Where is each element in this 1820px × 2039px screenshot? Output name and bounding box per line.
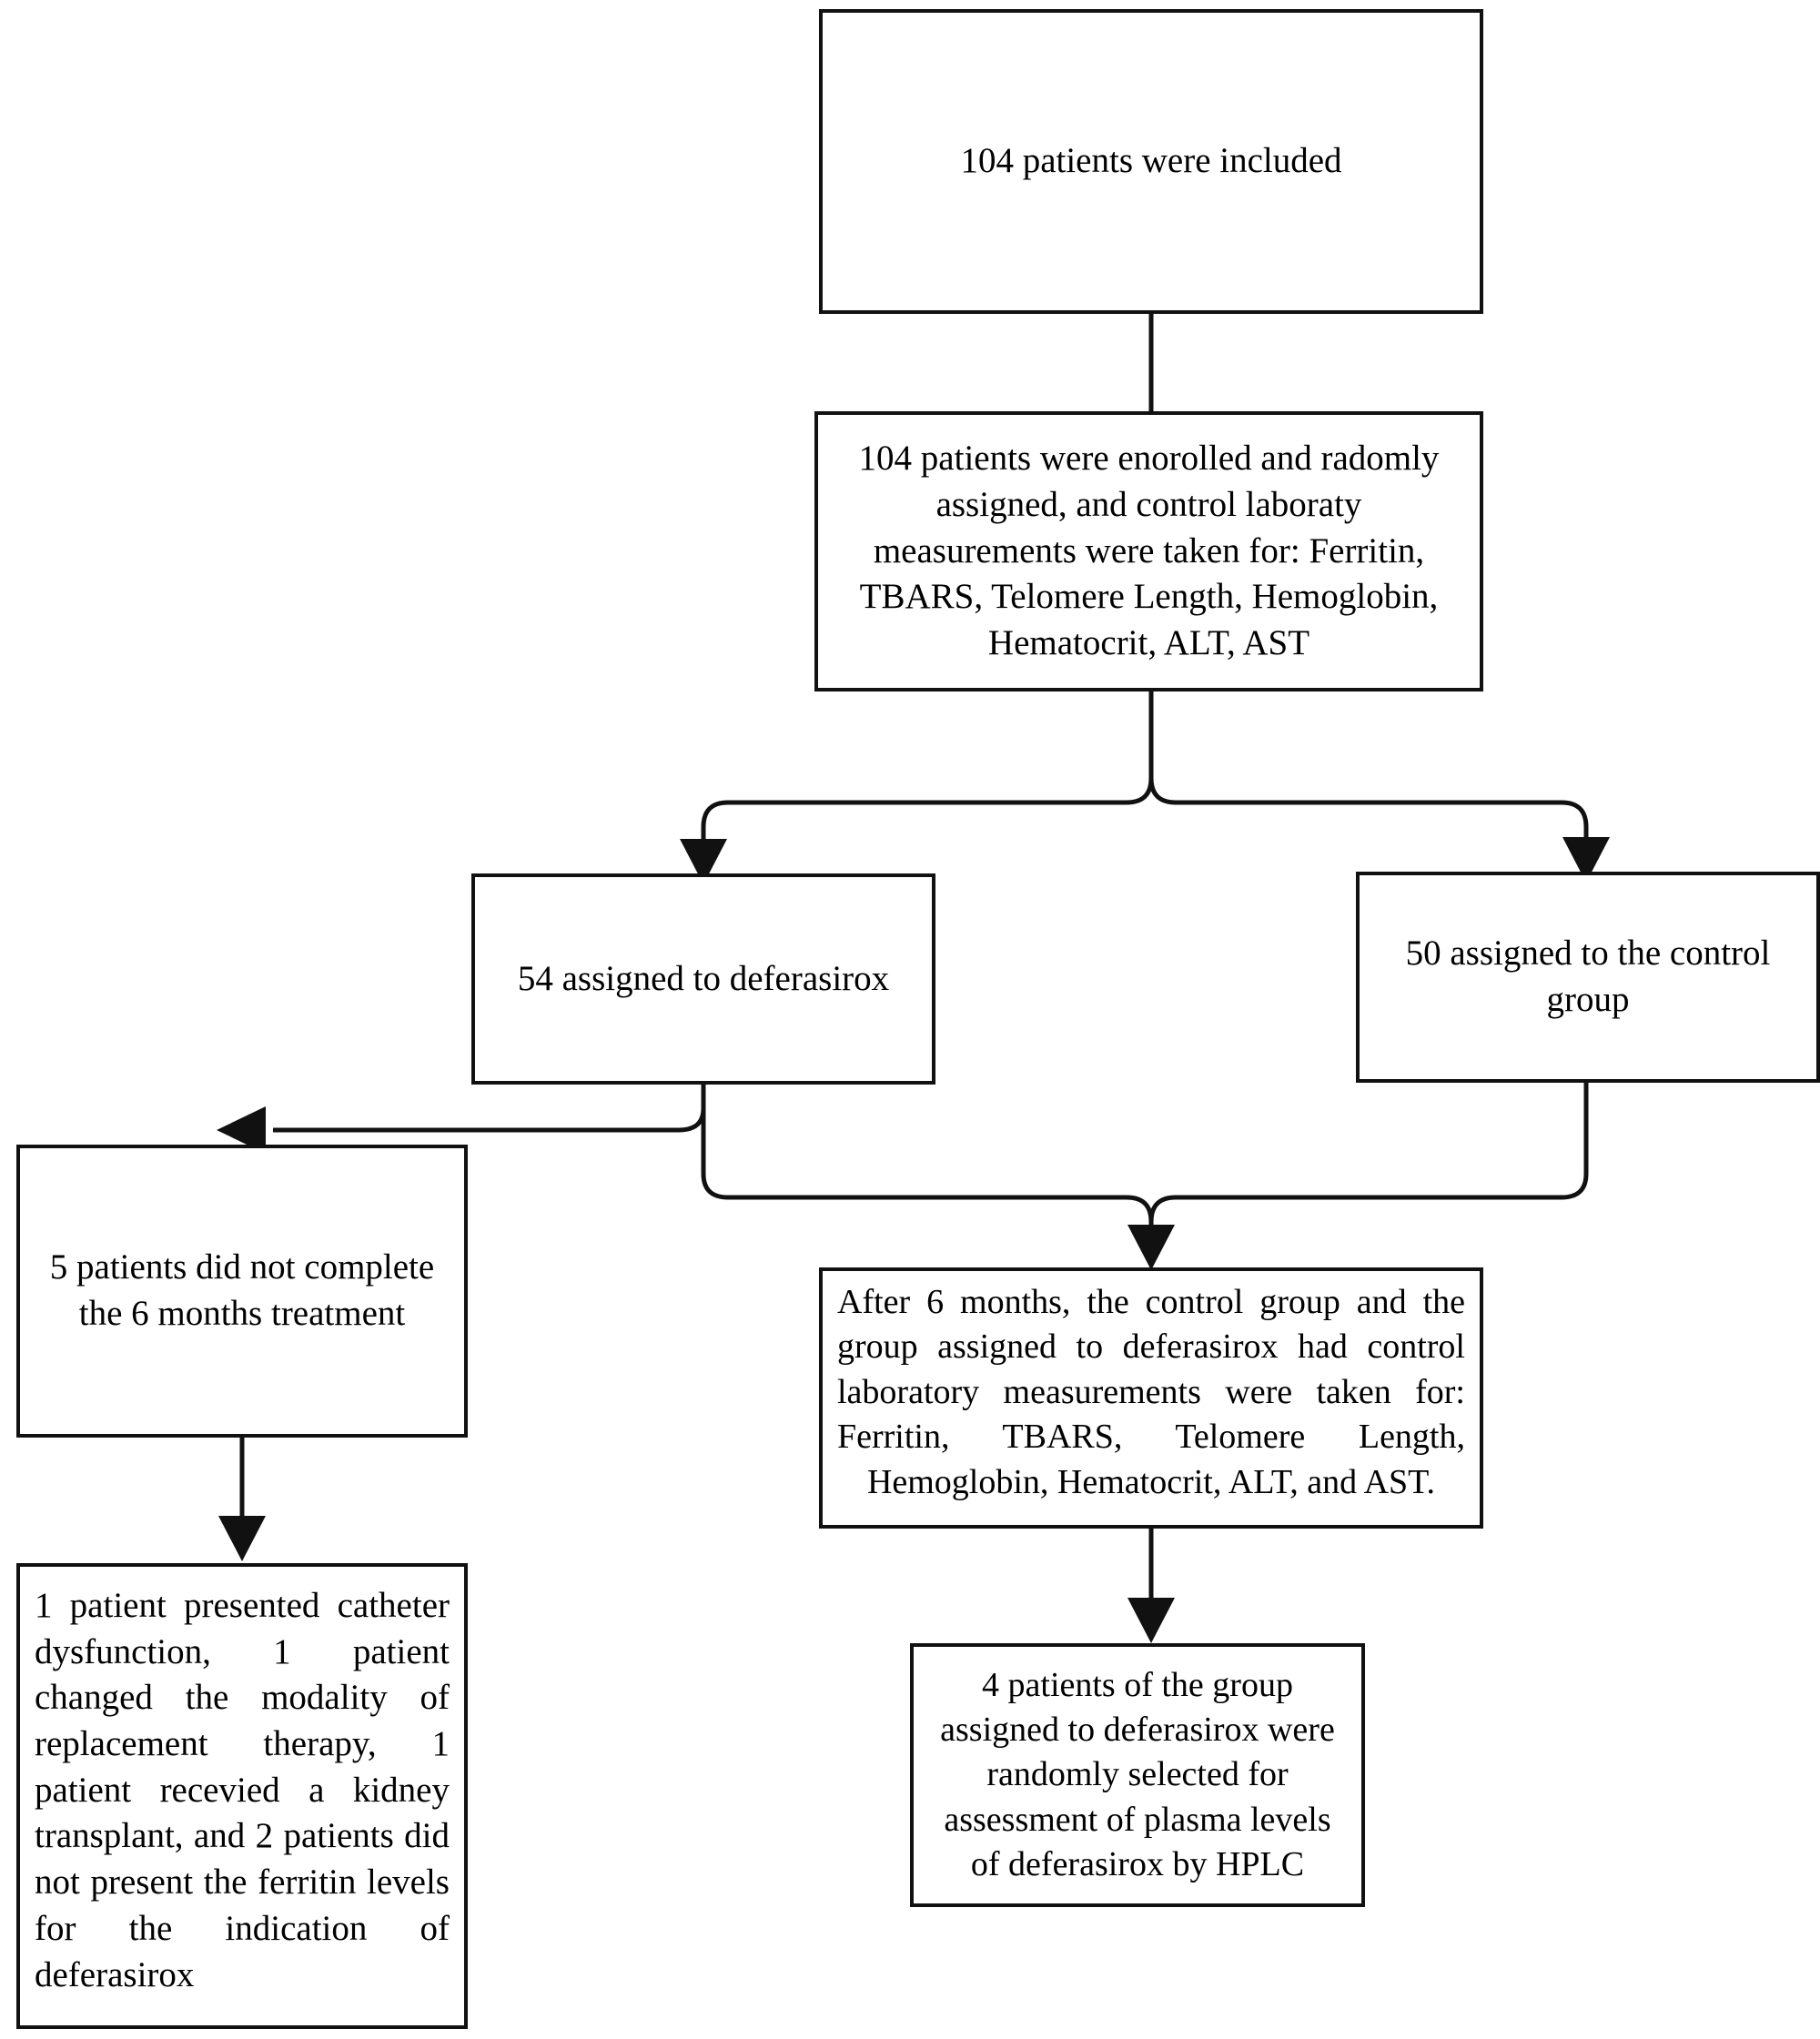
node-control-text: 50 assigned to the control group [1405,934,1771,1019]
node-control[interactable]: 50 assigned to the control group [1356,872,1820,1083]
arrowhead-to-followup [1127,1225,1175,1270]
edge-deferasirox-to-dropout [273,1085,706,1133]
node-enrolled[interactable]: 104 patients were enorolled and radomly … [814,411,1483,691]
arrowhead-to-reasons [218,1516,266,1561]
node-hplc[interactable]: 4 patients of the group assigned to defe… [910,1643,1365,1907]
node-deferasirox[interactable]: 54 assigned to deferasirox [471,873,935,1085]
node-followup-text: After 6 months, the control group and th… [837,1283,1465,1501]
edge-control-to-followup [1148,1083,1589,1237]
node-enrolled-text: 104 patients were enorolled and radomly … [858,439,1440,663]
node-deferasirox-text: 54 assigned to deferasirox [517,958,890,998]
node-included-text: 104 patients were included [960,141,1342,181]
node-reasons[interactable]: 1 patient presented catheter dysfunction… [16,1563,468,2029]
edge-enrolled-to-control [1148,691,1589,846]
node-reasons-text: 1 patient presented catheter dysfunction… [35,1586,450,1994]
node-included[interactable]: 104 patients were included [819,9,1483,314]
node-followup[interactable]: After 6 months, the control group and th… [819,1267,1483,1529]
node-dropout[interactable]: 5 patients did not complete the 6 months… [16,1145,468,1438]
edge-enrolled-to-deferasirox [701,691,1154,846]
node-dropout-text: 5 patients did not complete the 6 months… [49,1247,435,1333]
arrowhead-to-hplc [1127,1598,1175,1643]
node-hplc-text: 4 patients of the group assigned to defe… [940,1665,1335,1884]
edge-deferasirox-to-followup [701,1085,1154,1237]
